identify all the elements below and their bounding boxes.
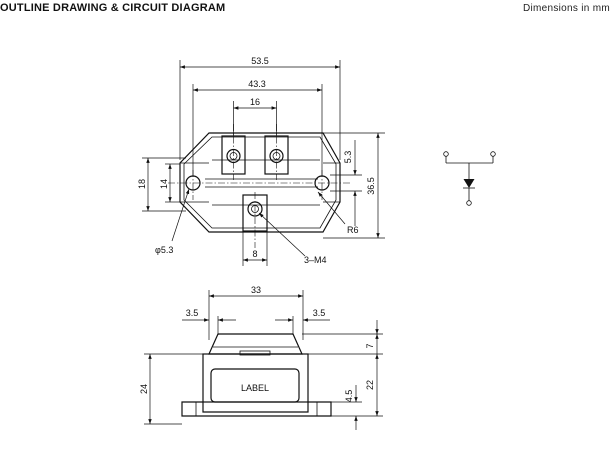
circuit-diagram <box>443 151 496 206</box>
module-body-outline <box>179 132 341 233</box>
dim-height: 36.5 <box>366 177 376 195</box>
dim-mount-pitch: 43.3 <box>248 79 266 89</box>
dim-side-width: 33 <box>251 285 261 295</box>
side-view: LABEL 33 3.5 3.5 24 7 <box>139 285 383 430</box>
dim-lower-height: 22 <box>365 380 375 390</box>
label-box <box>210 368 300 403</box>
dim-body-height: 18 <box>137 179 147 189</box>
top-view: 53.5 43.3 16 36.5 5.3 18 14 <box>137 56 385 266</box>
label-text: LABEL <box>241 383 269 393</box>
label-radius: R6 <box>347 225 359 235</box>
dim-inner-height: 14 <box>159 179 169 189</box>
dim-overall-width: 53.5 <box>251 56 269 66</box>
module-body-inner <box>183 136 337 229</box>
side-base <box>181 401 332 417</box>
dim-offset: 5.3 <box>343 151 353 164</box>
dim-terminal-width: 8 <box>252 249 257 259</box>
diode-symbol <box>463 179 475 188</box>
page-title: OUTLINE DRAWING & CIRCUIT DIAGRAM <box>0 2 226 14</box>
dim-right-step: 3.5 <box>313 308 326 318</box>
dim-top-height: 7 <box>365 343 375 348</box>
label-hole: φ5.3 <box>155 245 173 255</box>
dim-left-step: 3.5 <box>186 308 199 318</box>
label-screw: 3–M4 <box>304 255 327 265</box>
dim-total-height: 24 <box>139 384 149 394</box>
dim-base: 4.5 <box>344 390 354 403</box>
side-body <box>202 353 309 403</box>
dim-terminal-pitch: 16 <box>250 97 260 107</box>
units-note: Dimensions in mm <box>522 3 610 14</box>
terminal-3 <box>242 194 268 232</box>
